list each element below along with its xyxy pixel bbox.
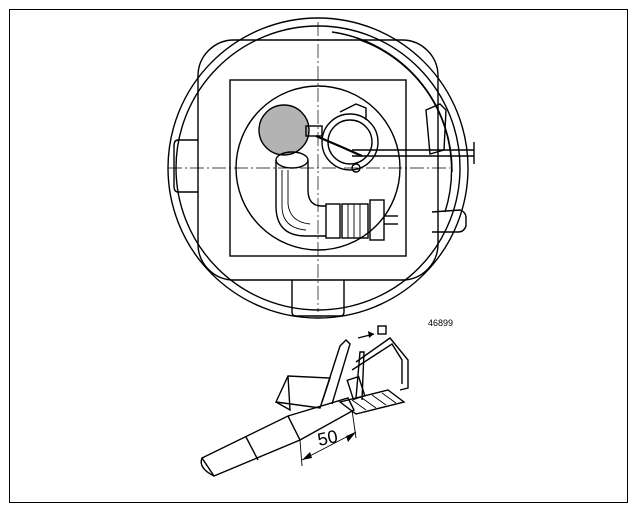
right-bracket — [425, 103, 447, 155]
reference-number: 46899 — [428, 318, 453, 328]
left-tab — [173, 139, 198, 193]
fitting-1 — [325, 203, 341, 239]
pipe-shading-1 — [281, 170, 307, 231]
burner-top-view — [167, 17, 475, 319]
electrode-tip — [377, 325, 387, 335]
photocell-disk — [258, 104, 310, 156]
fitting-2 — [341, 203, 369, 239]
pipe-inner — [307, 160, 326, 207]
electrode-rod-2 — [355, 351, 365, 401]
electrode-gauge-detail: 50 — [200, 325, 409, 477]
clamp — [346, 375, 366, 401]
dimension-label: 50 — [316, 426, 340, 450]
arrow-head — [368, 331, 374, 338]
gauge-plate — [274, 375, 331, 409]
photocell-stem — [305, 125, 323, 137]
pipe-shading-2 — [287, 170, 311, 225]
bottom-tab — [291, 280, 345, 317]
nozzle-ring — [321, 113, 379, 171]
gauge-shaft — [287, 397, 355, 441]
electrode — [315, 134, 363, 158]
housing-arc-right-2 — [359, 39, 453, 213]
nozzle-holder — [339, 103, 367, 120]
electrode-wire — [355, 337, 409, 391]
nozzle-ring-inner — [327, 119, 373, 165]
fitting-nut — [369, 199, 385, 241]
hatched-block — [338, 389, 406, 415]
pipe-outer — [275, 160, 326, 237]
right-lower-bracket — [431, 209, 467, 233]
electrode-rod-1 — [321, 339, 351, 405]
